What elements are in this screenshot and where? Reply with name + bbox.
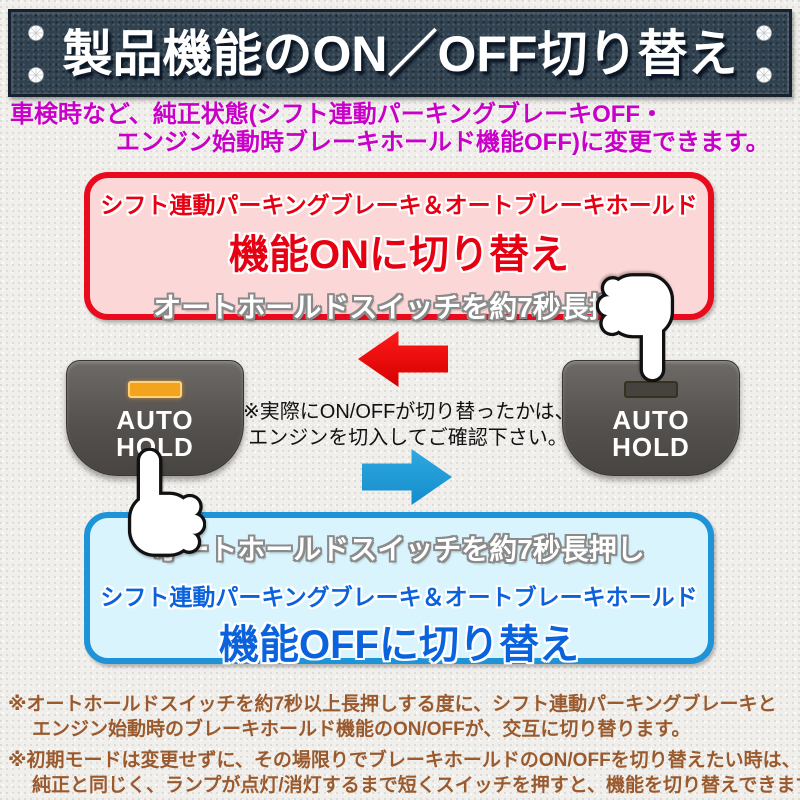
footnote-line: 純正と同じく、ランプが点灯/消灯するまで短くスイッチを押すと、機能を切り替えでき… bbox=[32, 775, 800, 796]
footnote-line: ※オートホールドスイッチを約7秒以上長押しする度に、シフト連動パーキングブレーキ… bbox=[8, 694, 777, 715]
on-panel-subtitle: シフト連動パーキングブレーキ＆オートブレーキホールド bbox=[100, 192, 698, 218]
header-banner: 製品機能のON／OFF切り替え bbox=[8, 9, 792, 97]
footnote-line: ※初期モードは変更せずに、その場限りでブレーキホールドのON/OFFを切り替えた… bbox=[8, 750, 800, 771]
diamond-icon bbox=[756, 25, 772, 41]
pointing-hand-down-icon bbox=[596, 272, 684, 382]
switch-label-auto: AUTO bbox=[612, 405, 690, 435]
switch-label-auto: AUTO bbox=[116, 405, 194, 435]
note-line-2: エンジンを切入してご確認下さい。 bbox=[248, 427, 568, 449]
intro-line-2: エンジン始動時ブレーキホールド機能OFF)に変更できます。 bbox=[116, 129, 770, 156]
indicator-lamp-off bbox=[624, 381, 678, 398]
note-line-1: ※実際にON/OFFが切り替ったかは、 bbox=[243, 401, 575, 423]
footnote-temporary: ※初期モードは変更せずに、その場限りでブレーキホールドのON/OFFを切り替えた… bbox=[8, 748, 800, 798]
footnote-line: エンジン始動時のブレーキホールド機能のON/OFFが、交互に切り替ります。 bbox=[32, 719, 691, 740]
footnote-toggle: ※オートホールドスイッチを約7秒以上長押しする度に、シフト連動パーキングブレーキ… bbox=[8, 692, 796, 742]
indicator-lamp-on bbox=[128, 381, 182, 398]
diamond-icon bbox=[28, 67, 44, 83]
intro-text: 車検時など、純正状態(シフト連動パーキングブレーキOFF・ エンジン始動時ブレー… bbox=[10, 101, 790, 157]
on-panel-action: オートホールドスイッチを約7秒長押し bbox=[153, 292, 645, 323]
diamond-icon bbox=[756, 67, 772, 83]
arrow-to-off-icon bbox=[362, 449, 452, 505]
off-panel-subtitle: シフト連動パーキングブレーキ＆オートブレーキホールド bbox=[100, 584, 698, 610]
diamond-icon bbox=[28, 25, 44, 41]
off-panel-action: オートホールドスイッチを約7秒長押し bbox=[153, 534, 645, 565]
page-title: 製品機能のON／OFF切り替え bbox=[62, 26, 738, 82]
intro-line-1: 車検時など、純正状態(シフト連動パーキングブレーキOFF・ bbox=[10, 101, 665, 128]
pointing-hand-up-icon bbox=[118, 448, 206, 558]
engine-check-note: ※実際にON/OFFが切り替ったかは、 エンジンを切入してご確認下さい。 bbox=[243, 399, 575, 451]
arrow-to-on-icon bbox=[358, 331, 448, 387]
on-panel-title: 機能ONに切り替え bbox=[229, 233, 569, 277]
off-panel-title: 機能OFFに切り替え bbox=[219, 623, 579, 667]
switch-label-hold: HOLD bbox=[612, 432, 690, 462]
